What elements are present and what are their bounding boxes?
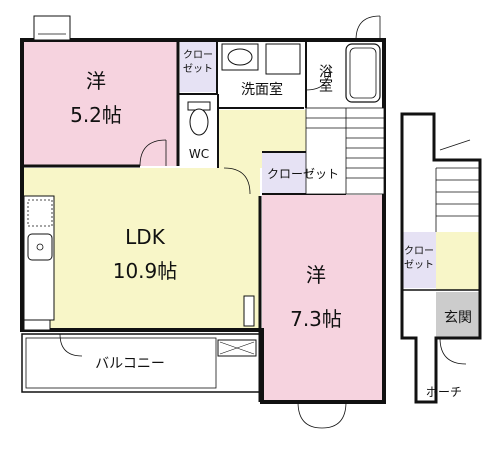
room-western-north (22, 40, 178, 166)
stair-unit (400, 112, 482, 404)
bathtub-inner (349, 47, 377, 99)
closet-top-label-2: ゼット (183, 63, 213, 75)
stair-hall (436, 232, 480, 290)
storage-cabinet (243, 295, 255, 327)
entrance-label: 玄関 (444, 309, 472, 326)
door-swings (59, 15, 467, 429)
wc-label: WC (189, 147, 209, 161)
sink-drain (36, 243, 44, 251)
fridge-space (23, 319, 51, 331)
closet-top-label-1: クロー (183, 49, 213, 61)
western-south-name: 洋 (306, 263, 326, 287)
ldk-name: LDK (125, 225, 166, 249)
western-north-size: 5.2帖 (70, 103, 122, 127)
bath-label: 浴室 (317, 64, 333, 92)
western-south-size: 7.3帖 (290, 307, 342, 331)
outer-wall (20, 38, 386, 404)
room-western-south (262, 195, 384, 402)
stove (27, 199, 53, 227)
window-top (33, 15, 71, 41)
washroom-label: 洗面室 (241, 81, 283, 98)
closet-stair-label-1: クロー (404, 245, 434, 257)
ldk-size: 10.9帖 (113, 259, 178, 283)
toilet-bowl (189, 108, 209, 136)
balcony-label: バルコニー (95, 356, 165, 372)
balcony-inner-line (25, 337, 217, 389)
sink (27, 233, 53, 261)
entrance-floor (436, 292, 480, 338)
washing-machine (265, 43, 301, 75)
closet-mid-label: クローゼット (267, 167, 339, 181)
washbasin (221, 43, 259, 71)
closet-stair (402, 232, 436, 288)
stairs-main (305, 107, 385, 195)
room-ldk (22, 168, 260, 330)
bath-door-swing (305, 65, 331, 91)
bathtub (345, 43, 381, 103)
closet-top (180, 40, 216, 92)
porch-label: ポーチ (426, 385, 462, 399)
walls (20, 38, 386, 404)
closet-stair-label-2: ゼット (404, 259, 434, 271)
western-north-name: 洋 (86, 69, 106, 93)
washbasin-bowl (227, 48, 253, 66)
